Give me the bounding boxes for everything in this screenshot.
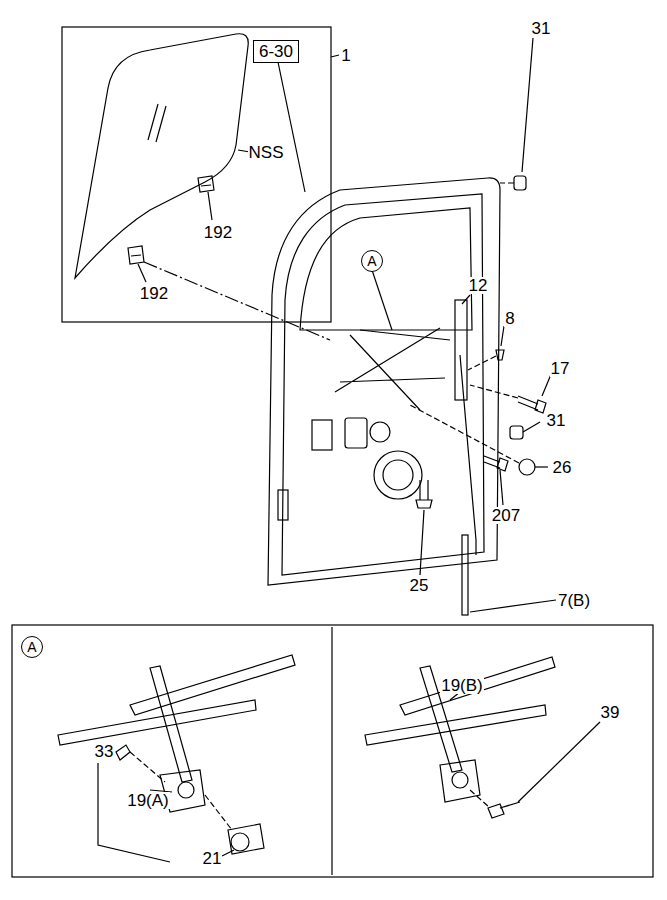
node-text: A — [27, 640, 36, 654]
detail-frame — [12, 625, 653, 877]
assembly-line — [130, 752, 165, 782]
door-hole — [278, 490, 288, 520]
regulator-arm — [365, 705, 546, 745]
regulator-gear — [452, 772, 468, 788]
callout-number: 31 — [531, 20, 552, 37]
door-panel — [268, 178, 500, 585]
assembly-line — [468, 356, 496, 370]
leader-line — [500, 470, 503, 505]
grommet — [510, 426, 523, 439]
bolt — [416, 480, 432, 508]
callout-number: 39 — [600, 704, 621, 721]
callout-number: 207 — [491, 507, 521, 524]
callout-number: 192 — [203, 224, 233, 241]
run-channel — [455, 300, 467, 400]
bolt — [518, 396, 546, 413]
grommet — [514, 176, 526, 190]
regulator-motor — [228, 824, 264, 854]
node-text: 6-30 — [259, 43, 293, 60]
callout-number: NSS — [248, 144, 285, 161]
screw — [116, 745, 130, 760]
assembly-line — [470, 790, 490, 808]
leader-line — [501, 326, 504, 346]
leader-line — [138, 264, 146, 282]
regulator-gear — [231, 833, 249, 851]
callout-number: 7(B) — [557, 592, 591, 609]
assembly-line — [144, 262, 330, 340]
node-text: A — [367, 254, 376, 268]
leader-line — [372, 270, 392, 330]
screw — [496, 350, 504, 360]
leader-line — [523, 422, 540, 432]
door-panel-inner — [282, 194, 484, 575]
glass-clip — [128, 246, 144, 264]
callout-number: 8 — [504, 310, 515, 327]
leader-line — [208, 192, 212, 220]
regulator-motor — [345, 418, 367, 448]
sector-plate — [440, 760, 480, 802]
leader-line — [278, 62, 305, 192]
callout-number: 17 — [550, 360, 571, 377]
leader-line — [470, 600, 556, 612]
leader-line — [518, 722, 600, 802]
regulator-rail — [400, 657, 555, 715]
regulator-arm — [58, 700, 256, 745]
leader-line — [331, 55, 339, 57]
window-handle — [488, 802, 520, 818]
leader-line — [222, 850, 234, 856]
callout-number: 1 — [340, 47, 351, 64]
speaker-hole — [374, 451, 422, 499]
callout-number: 12 — [468, 277, 489, 294]
detail-circle: A — [21, 636, 43, 658]
divider — [331, 627, 332, 875]
bracket-line — [98, 763, 170, 862]
regulator-gear — [370, 422, 390, 442]
callout-number: 26 — [552, 459, 573, 476]
assembly-line — [500, 182, 514, 183]
leader-line — [462, 295, 470, 304]
leader-line — [535, 466, 548, 467]
speaker-hole — [383, 460, 413, 490]
door-glass — [75, 34, 248, 278]
regulator-arm — [150, 666, 192, 782]
detail-circle: A — [361, 250, 383, 272]
callout-number: 21 — [202, 850, 223, 867]
glass-reflection — [156, 106, 166, 142]
glass-clip — [198, 176, 214, 192]
leader-line — [522, 38, 533, 172]
regulator-gear — [178, 782, 194, 798]
callout-number: 19(A) — [126, 792, 170, 809]
glass-frame — [62, 27, 331, 322]
glass-reflection — [148, 104, 158, 140]
callout-number: 25 — [409, 577, 430, 594]
bolt — [484, 456, 508, 471]
leader-line — [420, 510, 424, 575]
nut — [519, 459, 535, 475]
window-opening — [300, 208, 472, 330]
window-regulator — [335, 328, 450, 410]
callout-number: 19(B) — [440, 677, 484, 694]
callout-number: 33 — [94, 743, 115, 760]
callout-number: 192 — [139, 285, 169, 302]
callout-number: 31 — [546, 412, 567, 429]
bracket-line — [460, 355, 476, 555]
door-hole — [312, 420, 332, 450]
reference-box: 6-30 — [253, 40, 299, 63]
assembly-line — [470, 385, 518, 398]
assembly-line — [205, 795, 232, 830]
guide-rod — [462, 535, 468, 615]
